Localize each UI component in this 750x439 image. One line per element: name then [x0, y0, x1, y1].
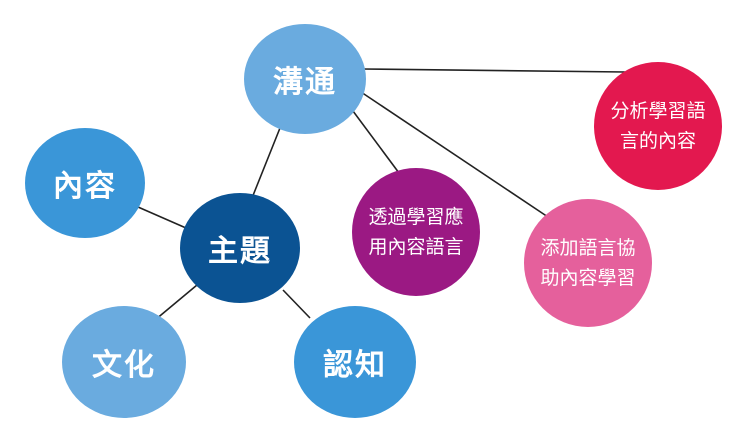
- edge-cognition-topic: [282, 289, 311, 319]
- edge-culture-topic: [154, 284, 198, 321]
- node-use-language-label: 透過學習應用內容語言: [368, 206, 464, 258]
- node-communication: 溝通: [244, 24, 366, 134]
- node-analyze-language-label: 分析學習語言的內容: [610, 100, 706, 152]
- node-communication-label: 溝通: [273, 65, 337, 100]
- edge-content-topic: [137, 206, 187, 229]
- edge-communication-topic: [251, 127, 281, 199]
- node-topic-label: 主題: [208, 234, 272, 269]
- node-analyze-language: 分析學習語言的內容: [594, 62, 722, 190]
- node-support-content-label: 添加語言協助內容學習: [540, 237, 636, 289]
- node-culture-label: 文化: [92, 348, 156, 383]
- edge-communication-support-content: [357, 89, 549, 218]
- node-cognition-label: 認知: [323, 348, 387, 383]
- node-content-label: 內容: [53, 169, 117, 204]
- node-topic: 主題: [180, 193, 300, 303]
- node-support-content: 添加語言協助內容學習: [524, 199, 652, 327]
- node-culture: 文化: [62, 306, 186, 418]
- node-use-language: 透過學習應用內容語言: [352, 168, 480, 296]
- edge-communication-analyze-language: [361, 68, 626, 73]
- edge-communication-use-language: [349, 106, 403, 178]
- node-content: 內容: [25, 128, 145, 238]
- node-cognition: 認知: [294, 306, 416, 418]
